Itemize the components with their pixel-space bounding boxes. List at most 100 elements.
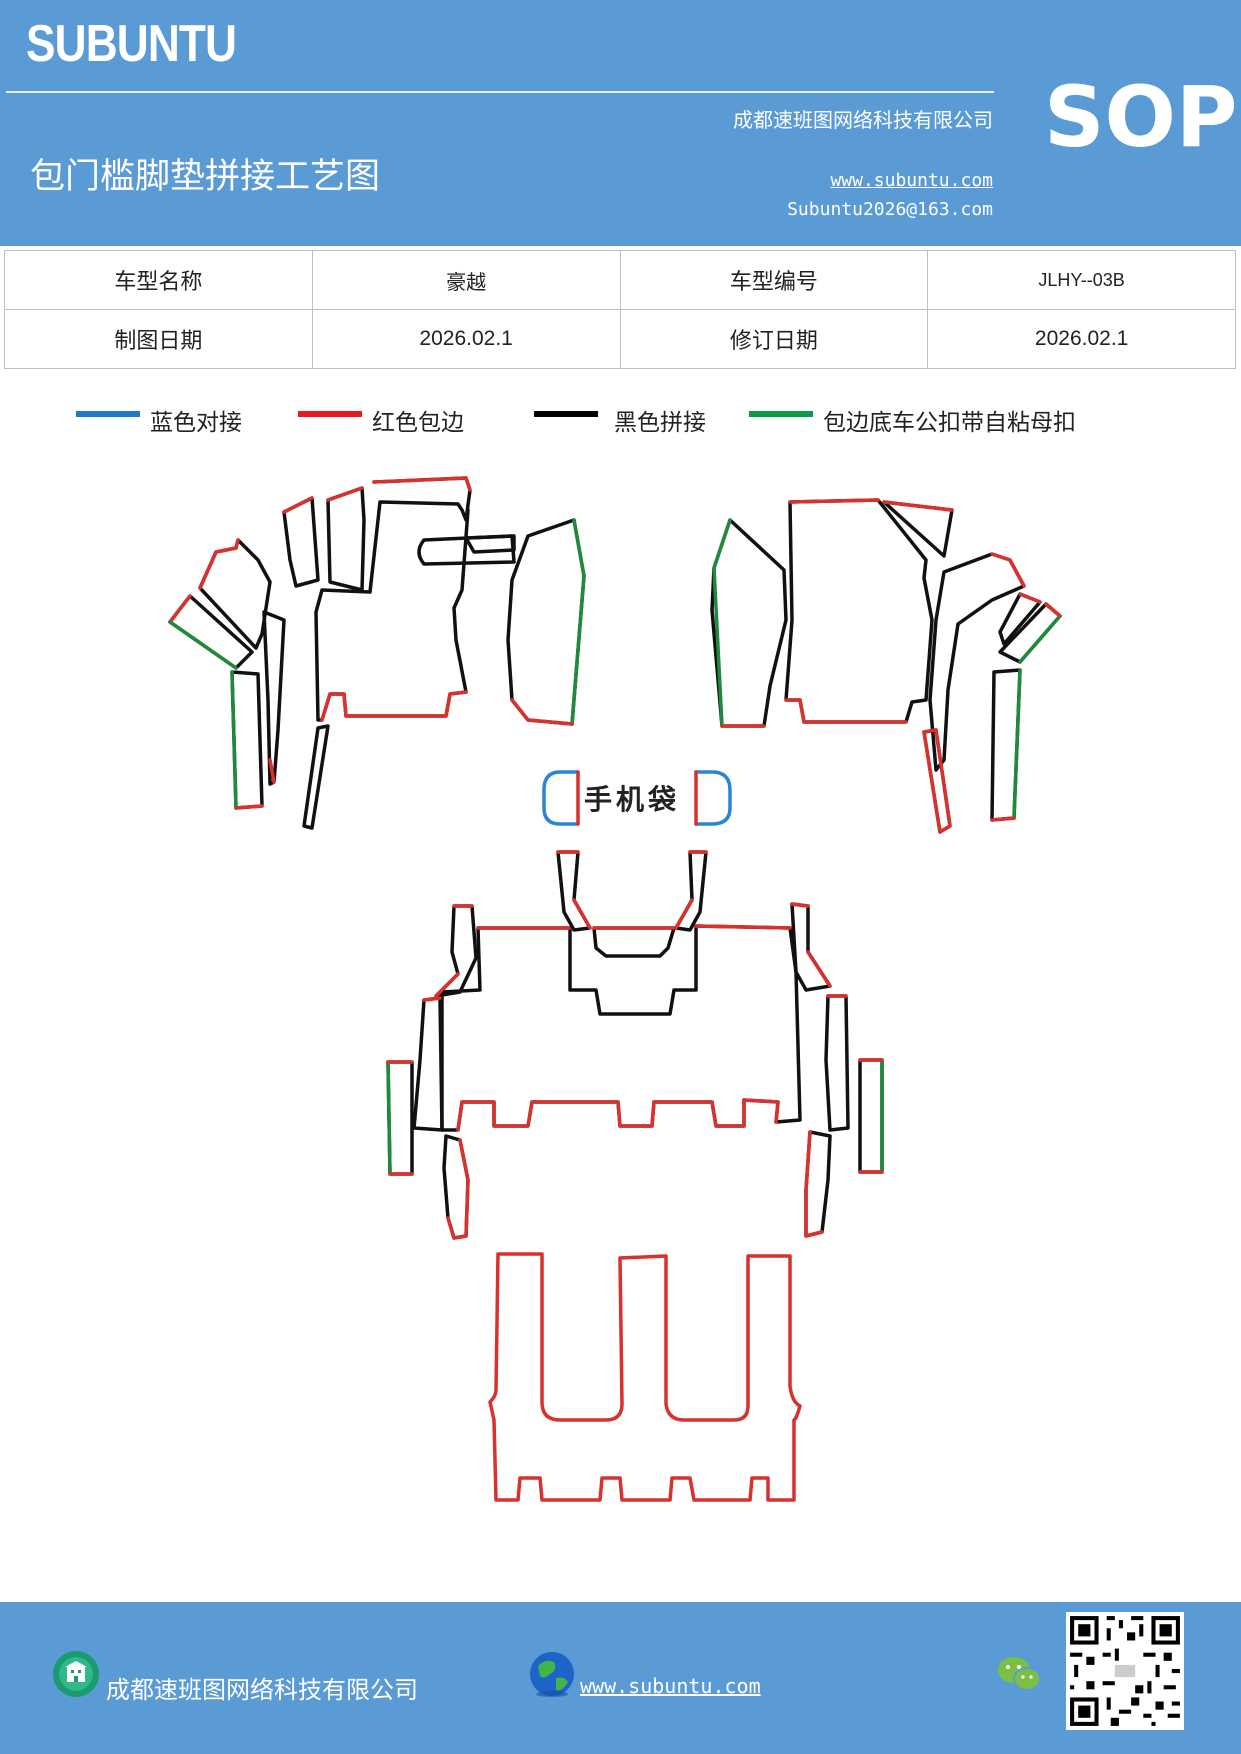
mat-edge-green [1018,614,1062,664]
mat-piece-right-tall [506,518,586,726]
table-row: 车型名称 豪越 车型编号 JLHY--03B [4,250,1236,310]
revise-date-value: 2026.02.1 [927,309,1236,369]
legend-red-swatch [298,411,362,417]
mat-edge-red [386,1060,414,1176]
legend-black-swatch [534,411,598,417]
model-code-label: 车型编号 [619,250,929,310]
mat-edge-green [570,518,586,726]
mat-edge-red [234,804,264,810]
mat-edge-red [198,538,240,590]
header-website-link[interactable]: www.subuntu.com [830,170,993,191]
mat-edge-red [784,698,908,724]
mat-edge-red [858,1058,884,1174]
mat-piece-passenger-main [784,498,934,724]
document-title: 包门槛脚垫拼接工艺图 [30,157,381,197]
building-icon [53,1651,99,1697]
mat-piece-driver-main [314,476,472,722]
mat-edge-green [168,620,238,670]
mat-edge-red [790,902,832,988]
mat-edge-red [372,476,472,492]
mat-edge-red [320,690,468,722]
revise-date-label: 修订日期 [619,309,929,369]
mat-edge-red [446,1138,470,1240]
header-banner [0,0,1241,246]
mat-edge-red [422,996,442,1002]
mat-piece-narrow-2 [326,486,366,592]
mat-piece-top-center [592,926,676,958]
mat-piece-bar [302,724,330,830]
mat-edge-green [230,670,238,810]
legend-blue: 蓝色对接 [76,402,242,438]
mat-edge-red [882,500,954,512]
mat-edge-red [804,1130,824,1238]
mat-edge-red [282,496,314,514]
wechat-icon [998,1657,1041,1691]
mat-edge-red [510,698,574,726]
footer-website-link[interactable]: www.subuntu.com [580,1674,761,1698]
mat-edge-green [1012,668,1022,820]
mat-edge-red [1018,592,1042,604]
mat-edge-red [268,758,276,784]
mat-edge-red [990,816,1016,822]
legend-red-label: 红色包边 [372,410,464,436]
globe-icon [530,1652,574,1697]
model-name-label: 车型名称 [4,250,313,310]
mat-piece-long-strip [262,610,286,786]
front-right-mats [710,498,1062,834]
legend-black: 黑色拼接 [534,402,706,438]
mat-edge-red [922,728,952,834]
mat-piece-wedge [198,538,272,650]
header-divider [6,91,994,93]
mat-piece-flap-left [434,904,478,998]
model-name-value: 豪越 [311,250,621,310]
legend-green: 包边底车公扣带自粘母扣 [749,402,1076,438]
header-email: Subuntu2026@163.com [787,199,993,220]
legend-red: 红色包边 [298,402,464,438]
qr-code[interactable] [1066,1612,1184,1730]
info-table: 车型名称 豪越 车型编号 JLHY--03B 制图日期 2026.02.1 修订… [4,250,1236,369]
pocket-left-cap [542,770,580,826]
legend-black-label: 黑色拼接 [614,410,706,436]
table-row: 制图日期 2026.02.1 修订日期 2026.02.1 [4,309,1236,369]
mat-edge-red [694,924,792,930]
front-left-mats [168,476,586,830]
mat-edge-red [788,498,880,504]
mat-piece-side-left [412,996,444,1132]
mat-piece-small-a [417,534,516,566]
legend-blue-label: 蓝色对接 [150,410,242,436]
mat-piece-side-right [824,994,850,1132]
draw-date-label: 制图日期 [4,309,313,369]
mat-edge-red [674,850,708,930]
phone-pocket [542,770,732,826]
floor-mat-diagram [168,476,1062,1502]
mat-piece-left-tall [710,518,788,728]
mat-edge-red [456,1098,780,1132]
mat-piece-end-right [858,1058,884,1174]
mat-piece-rear [488,1252,802,1502]
legend-blue-swatch [76,411,140,417]
phone-pocket-label: 手机袋 [584,783,681,816]
mat-edge-green [386,1060,392,1176]
mat-edge-green [712,518,732,728]
mat-edge-red [168,594,192,624]
pocket-right-cap [694,770,732,826]
mat-edge-red [434,904,474,998]
second-row-mats [386,850,884,1240]
draw-date-value: 2026.02.1 [311,309,621,369]
mat-edge-red [326,486,364,502]
third-row-mat [488,1252,802,1502]
mat-piece-side [928,552,1026,772]
sop-badge: SOP [1044,68,1238,166]
mat-piece-small-b [464,534,516,554]
mat-edge-red [990,552,1026,588]
header-company: 成都速班图网络科技有限公司 [733,108,993,132]
mat-edge-red [1044,602,1062,618]
brand-logo: SUBUNTU [26,15,237,73]
model-code-value: JLHY--03B [927,250,1236,310]
legend-green-swatch [749,411,813,417]
legend-green-label: 包边底车公扣带自粘母扣 [823,410,1076,436]
mat-edge-red [556,850,592,930]
mat-piece-end-left [386,1060,414,1176]
footer-company: 成都速班图网络科技有限公司 [106,1676,418,1704]
qr-code-pattern [1070,1616,1180,1726]
